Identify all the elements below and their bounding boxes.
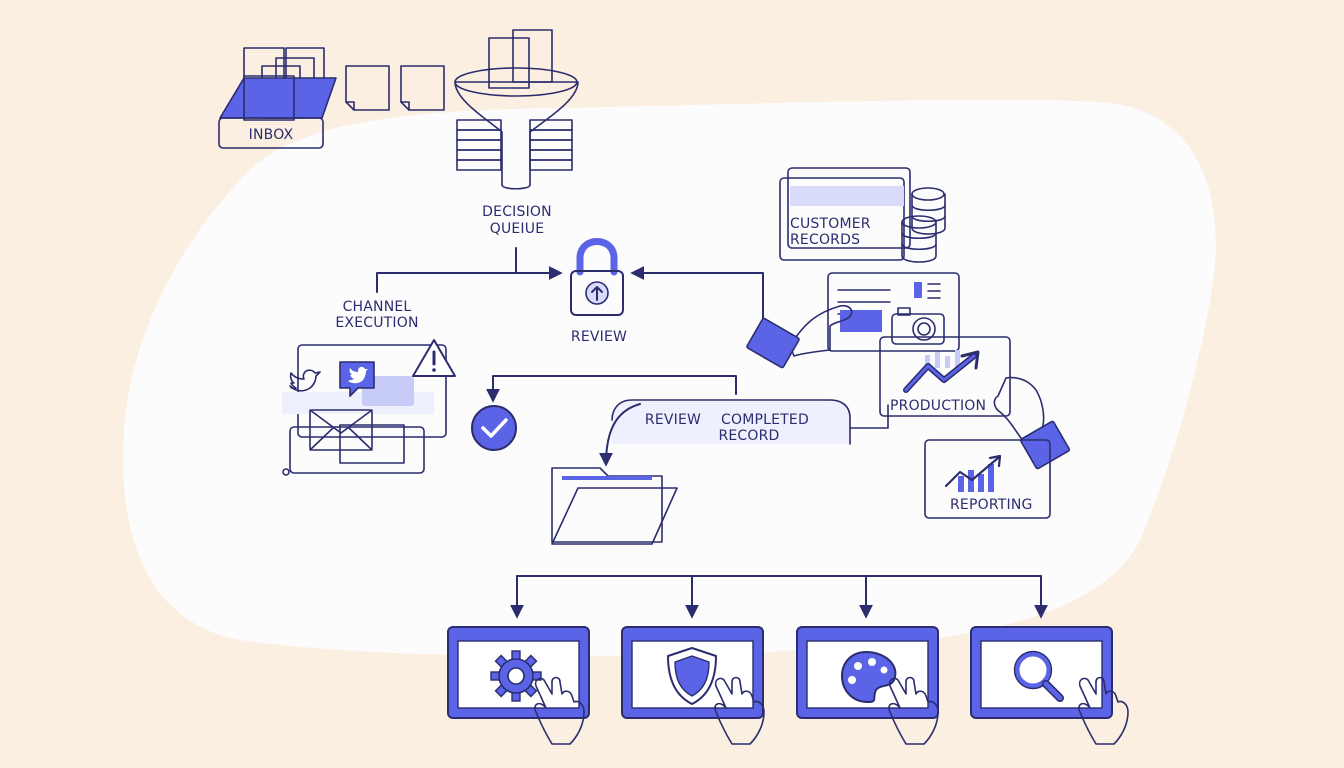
production-card: PRODUCTION [879, 336, 1011, 417]
production-label: PRODUCTION [890, 398, 986, 414]
review-label: REVIEW [571, 329, 627, 345]
envelope-icon [309, 409, 373, 451]
hand-holding-card-icon [746, 304, 853, 369]
magnifier-icon [1013, 650, 1064, 702]
pointing-hand-icon [1078, 676, 1129, 745]
background-blob [122, 99, 1216, 657]
camera-icon [891, 307, 945, 345]
security-screen[interactable] [621, 626, 765, 745]
completed-record-label-line2: RECORD [718, 428, 779, 444]
gear-icon [490, 650, 542, 702]
channel-execution-label-line1: CHANNEL [343, 299, 412, 315]
settings-screen[interactable] [447, 626, 590, 745]
document-icon [345, 65, 390, 111]
pointing-hand-icon [714, 676, 765, 745]
review-record-label: REVIEW [645, 412, 701, 428]
inbox-label: INBOX [249, 127, 294, 143]
customer-records-label-line2: RECORDS [790, 232, 860, 248]
theme-screen[interactable] [796, 626, 939, 745]
inbox-tray-icon: INBOX [218, 47, 337, 149]
reporting-card: REPORTING [924, 439, 1051, 519]
decision-queue-label-line1: DECISION [482, 204, 552, 220]
check-circle-icon [471, 405, 517, 451]
folder-icon [551, 467, 678, 545]
customer-records-card: CUSTOMER RECORDS [779, 167, 911, 261]
customer-records-label-line1: CUSTOMER [790, 216, 871, 232]
database-icon [901, 187, 946, 263]
pointing-hand-icon [534, 676, 585, 745]
padlock-icon [570, 238, 624, 316]
decision-queue-label-line2: QUEIUE [490, 221, 545, 237]
connector-record-to-check [486, 375, 737, 403]
completed-record-label-line1: COMPLETED [721, 412, 809, 428]
palette-icon [840, 650, 897, 704]
search-screen[interactable] [970, 626, 1129, 745]
shield-icon [667, 647, 717, 705]
connector-queue-to-review [376, 247, 517, 293]
chat-bubble-twitter-icon [339, 361, 375, 397]
pointing-hand-icon [888, 676, 939, 745]
warning-icon [412, 339, 456, 377]
review-completed-record-banner: REVIEW COMPLETED RECORD [611, 399, 889, 445]
arrow-to-folder [599, 403, 641, 467]
reporting-label: REPORTING [950, 497, 1033, 513]
channel-execution-label-line2: EXECUTION [335, 315, 418, 331]
funnel-icon [454, 29, 579, 190]
hand-holding-production-icon [993, 376, 1071, 470]
document-icon [400, 65, 445, 111]
arrow-production-to-review [630, 266, 764, 323]
twitter-bird-icon [289, 369, 321, 392]
